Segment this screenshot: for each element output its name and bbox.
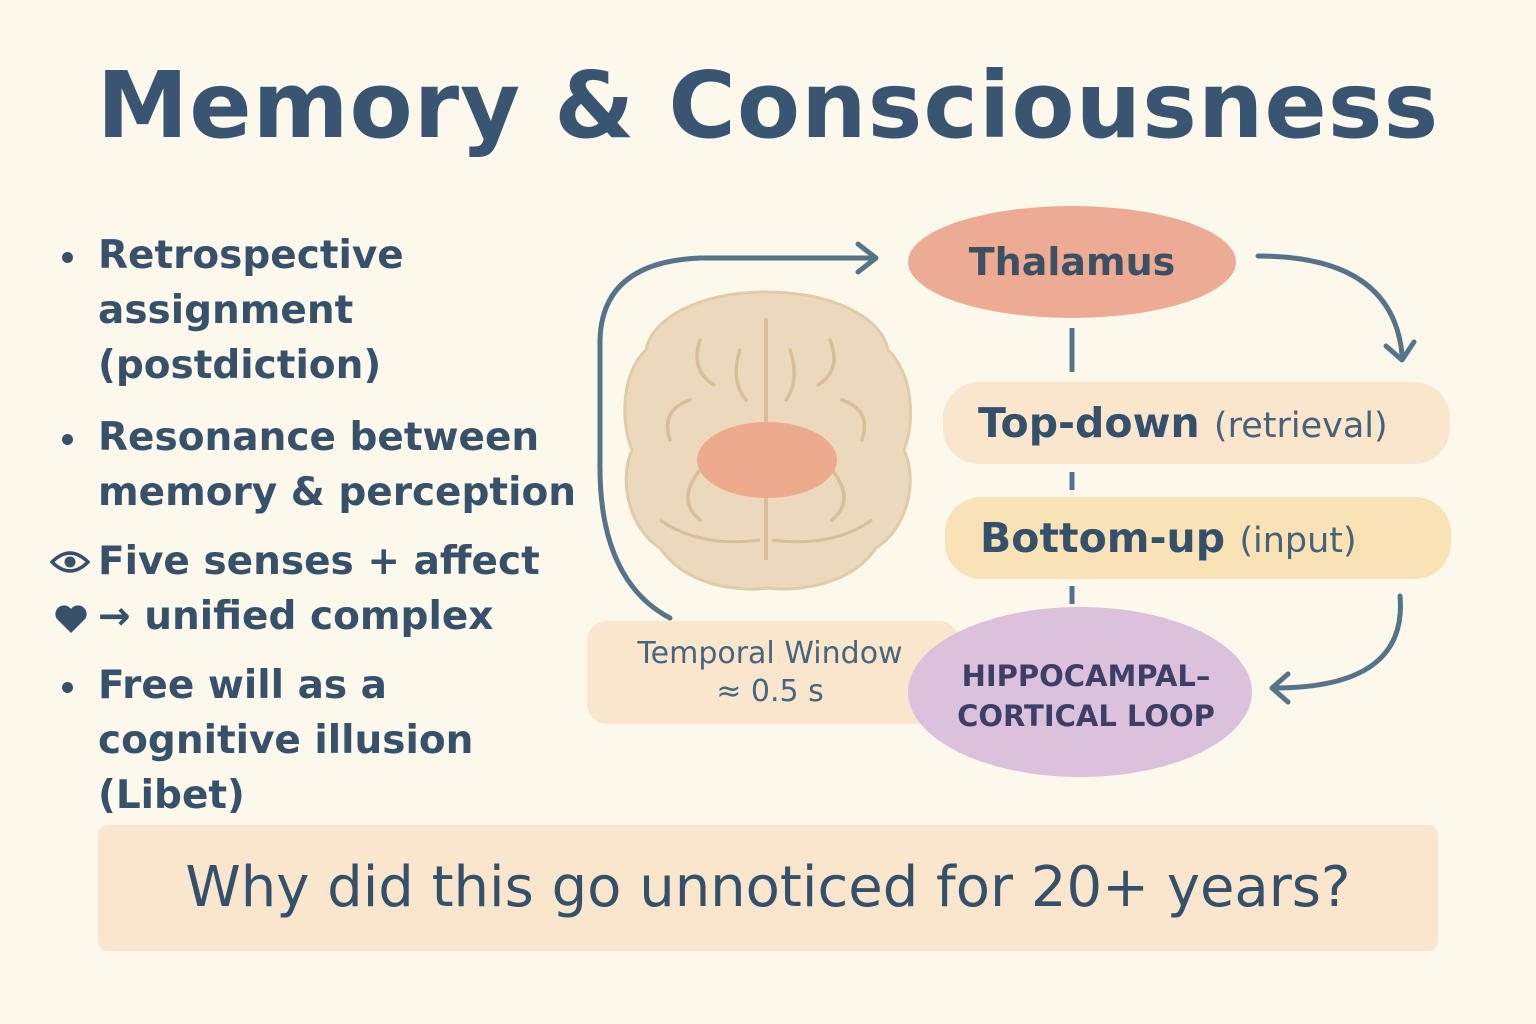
question-banner: Why did this go unnoticed for 20+ years? (98, 825, 1438, 951)
bullet-dot (62, 252, 73, 263)
bullet-line: Retrospective (98, 233, 404, 278)
thalamus-label: Thalamus (968, 240, 1176, 284)
hippocampal-line: HIPPOCAMPAL– (961, 659, 1211, 693)
page-title: Memory & Consciousness (96, 52, 1440, 159)
thalamus-node (908, 206, 1236, 318)
bullet-line: cognitive illusion (Libet) (98, 718, 474, 818)
temporal-window-label: Temporal Window ≈ 0.5 s (600, 635, 940, 711)
temporal-window-line: ≈ 0.5 s (716, 674, 824, 709)
bottom-up-node (945, 497, 1451, 579)
bottom-up-arrow (1271, 593, 1403, 691)
thalamus-arrow (1255, 253, 1405, 357)
bottom-up-label: Bottom-up (input) (980, 513, 1357, 566)
bullet-dot (62, 434, 73, 445)
temporal-window-box (587, 621, 959, 724)
bottom-up-sub: (input) (1239, 521, 1357, 561)
hippocampal-label: HIPPOCAMPAL– CORTICAL LOOP (930, 656, 1242, 736)
bullet-line: Free will as a (98, 663, 387, 708)
top-down-sub: (retrieval) (1213, 406, 1388, 446)
bullet-line: memory & perception (98, 470, 576, 515)
hippocampal-node (908, 607, 1252, 777)
loop-arrow (597, 255, 875, 621)
bullet-line: → unified complex (98, 594, 494, 639)
bullet-line: (postdiction) (98, 343, 382, 388)
top-down-main: Top-down (978, 399, 1200, 447)
question-text: Why did this go unnoticed for 20+ years? (185, 855, 1351, 920)
bottom-up-arrow-head (1269, 671, 1291, 705)
loop-arrow-head (855, 241, 879, 275)
temporal-window-line: Temporal Window (637, 636, 903, 671)
top-down-label: Top-down (retrieval) (978, 398, 1388, 451)
bullet-line: Resonance between (98, 415, 540, 460)
brain-illustration (623, 290, 913, 591)
bottom-up-main: Bottom-up (980, 514, 1226, 562)
bullet-dot (62, 682, 73, 693)
heart-icon (55, 605, 87, 633)
bullet-line: Five senses + affect (98, 539, 540, 584)
thalamus-arrow-head (1383, 339, 1417, 363)
hippocampal-line: CORTICAL LOOP (957, 699, 1215, 733)
bullet-line: assignment (98, 288, 354, 333)
top-down-node (943, 382, 1450, 464)
brain-highlight (697, 422, 837, 498)
eye-icon (50, 551, 90, 573)
